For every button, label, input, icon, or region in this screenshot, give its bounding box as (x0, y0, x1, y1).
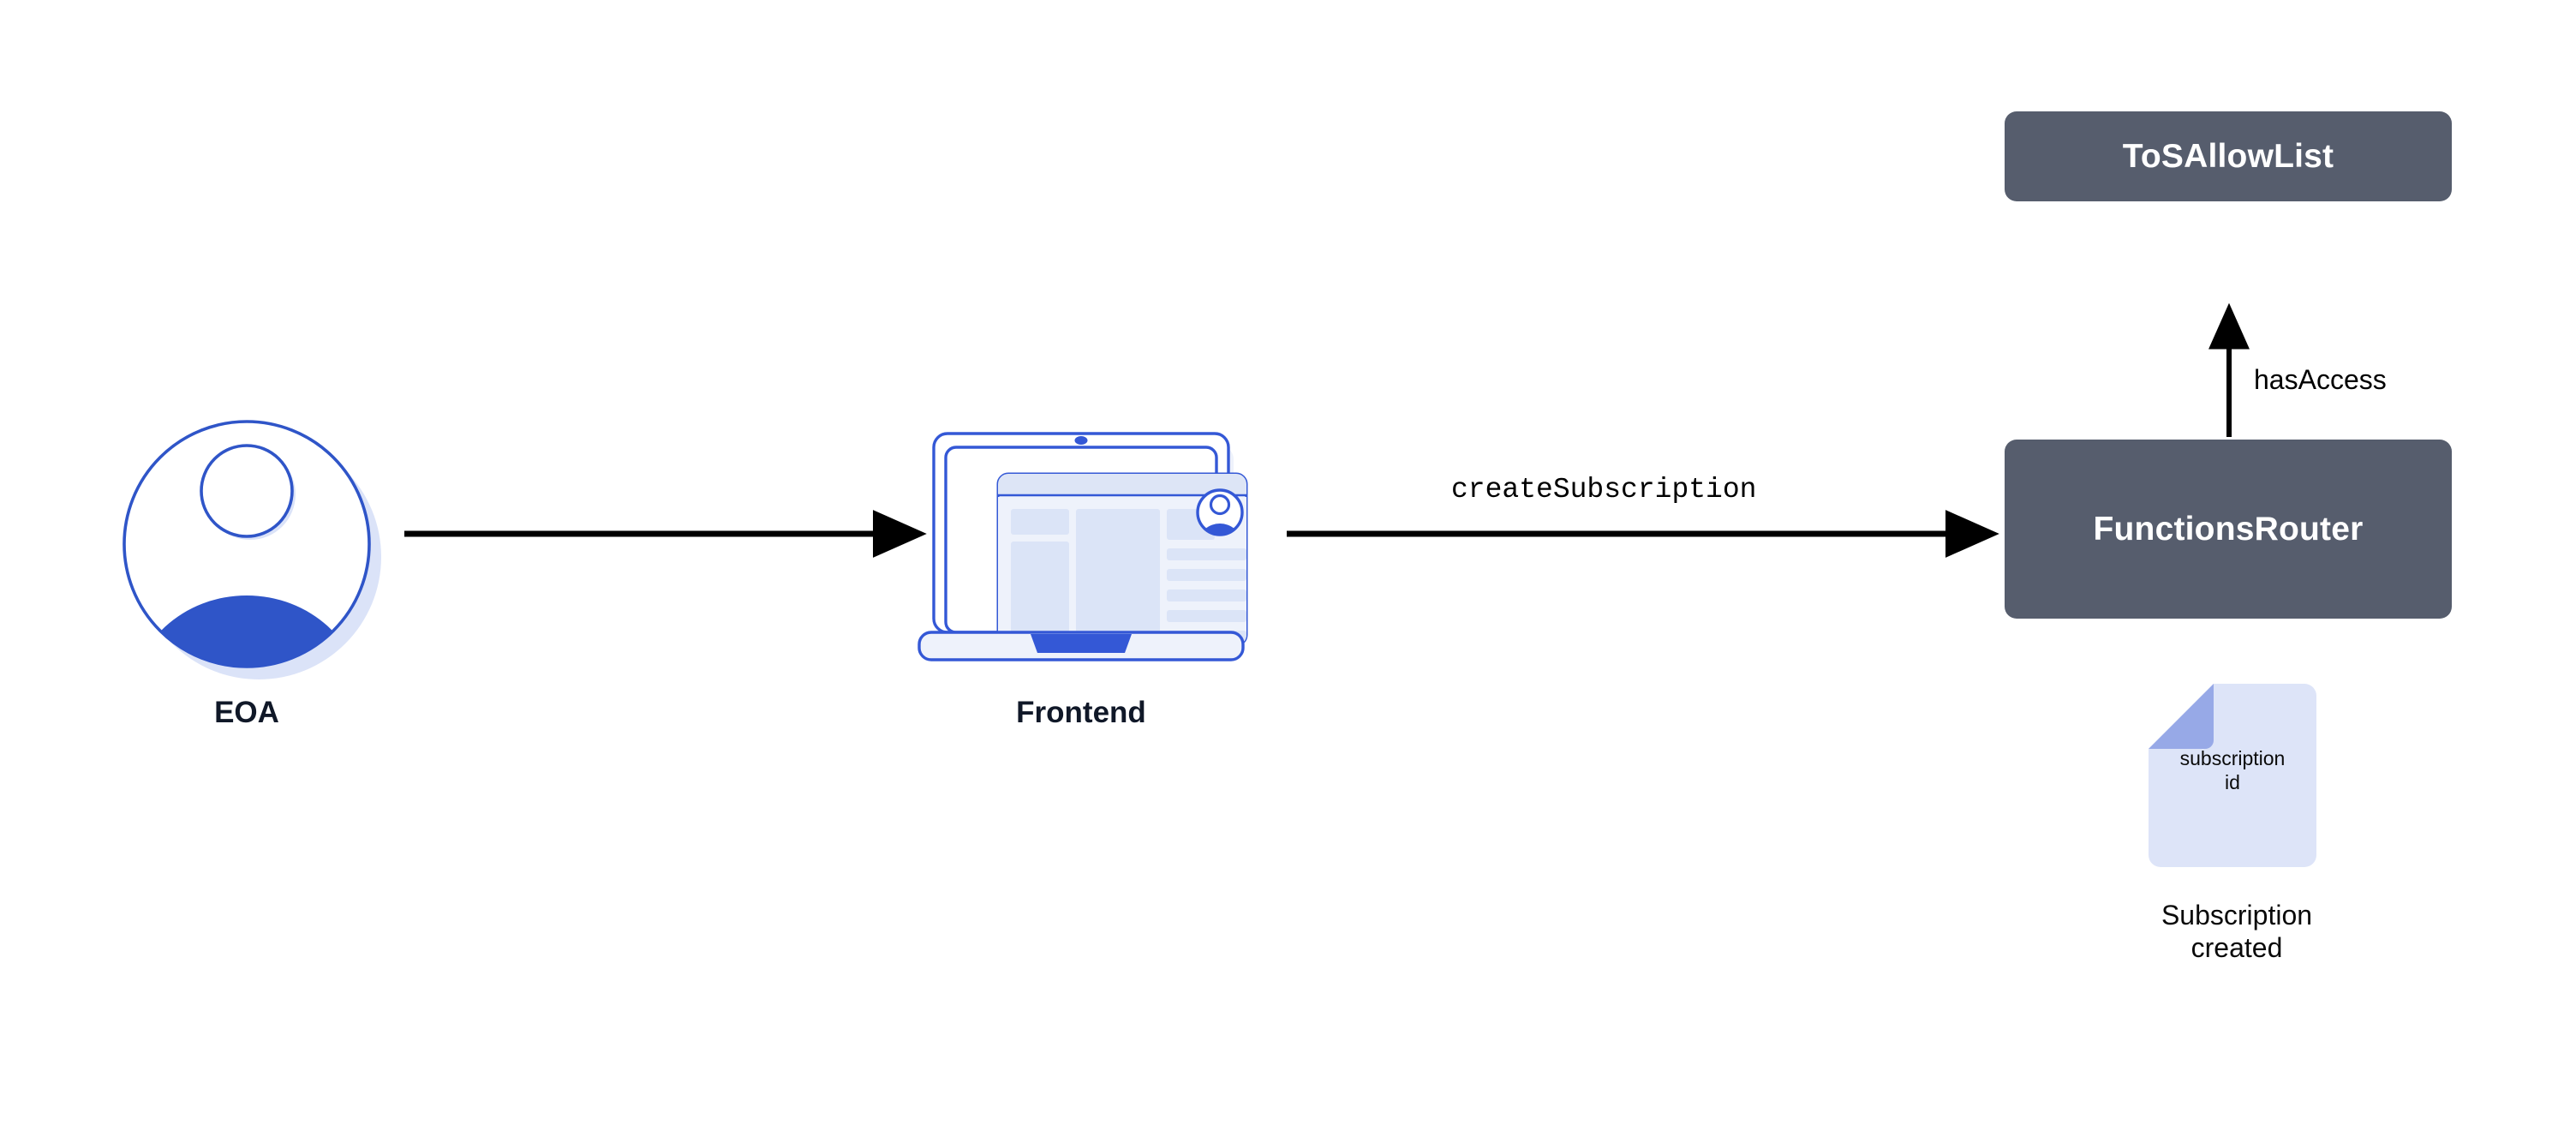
document-icon (2149, 684, 2316, 867)
edge-label-has-access: hasAccess (2254, 364, 2387, 395)
document-inner-text-line2: id (2225, 770, 2240, 793)
node-tos-allow-list[interactable]: ToSAllowList (2005, 111, 2452, 201)
document-caption-line1: Subscription (2161, 900, 2313, 931)
laptop-icon (917, 432, 1248, 661)
document-caption-line2: created (2190, 931, 2283, 963)
document-caption: Subscription created (2130, 900, 2344, 965)
node-frontend-label: Frontend (1016, 696, 1146, 729)
node-tos-allow-list-label: ToSAllowList (2122, 137, 2334, 175)
screen-avatar-icon (1196, 488, 1244, 536)
node-functions-router[interactable]: FunctionsRouter (2005, 440, 2452, 619)
document-inner-text: subscription id (2147, 747, 2318, 794)
node-eoa-label: EOA (214, 696, 279, 729)
user-avatar-icon (123, 420, 381, 679)
node-functions-router-label: FunctionsRouter (2093, 510, 2364, 548)
document-inner-text-line1: subscription (2179, 747, 2286, 769)
edge-label-create-subscription: createSubscription (1451, 474, 1757, 506)
